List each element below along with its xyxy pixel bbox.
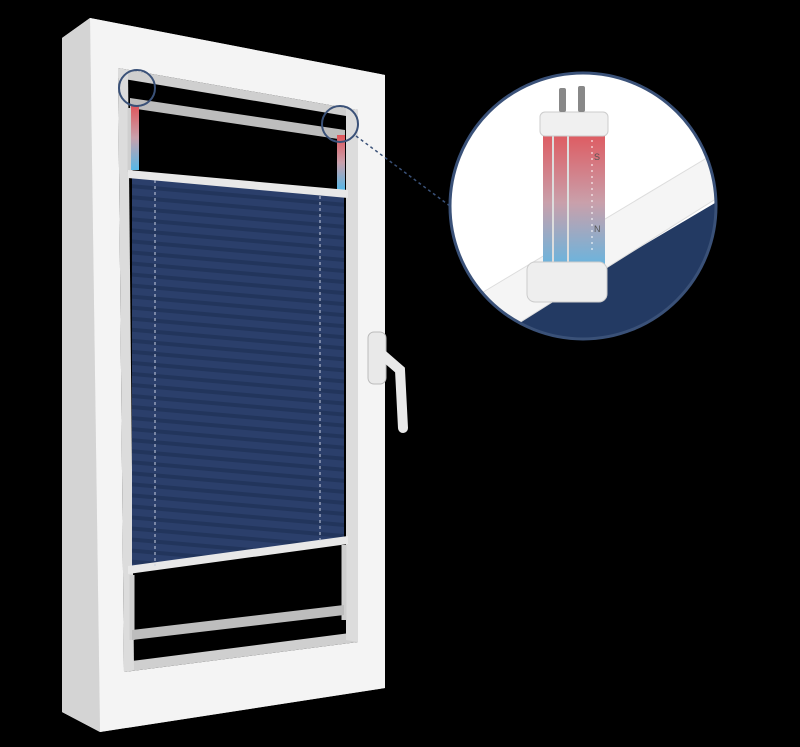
window-handle (367, 331, 408, 433)
callout-circle-left (118, 69, 156, 107)
magnet-label-north: N (594, 224, 601, 234)
magnifier-detail: S N (448, 71, 718, 341)
magnet-right (337, 135, 345, 190)
magnet-label-south: S (594, 152, 600, 162)
pleated-blind (128, 170, 348, 574)
callout-line (355, 135, 451, 207)
callout-circle-right (321, 105, 359, 143)
magnet-left (131, 105, 139, 170)
